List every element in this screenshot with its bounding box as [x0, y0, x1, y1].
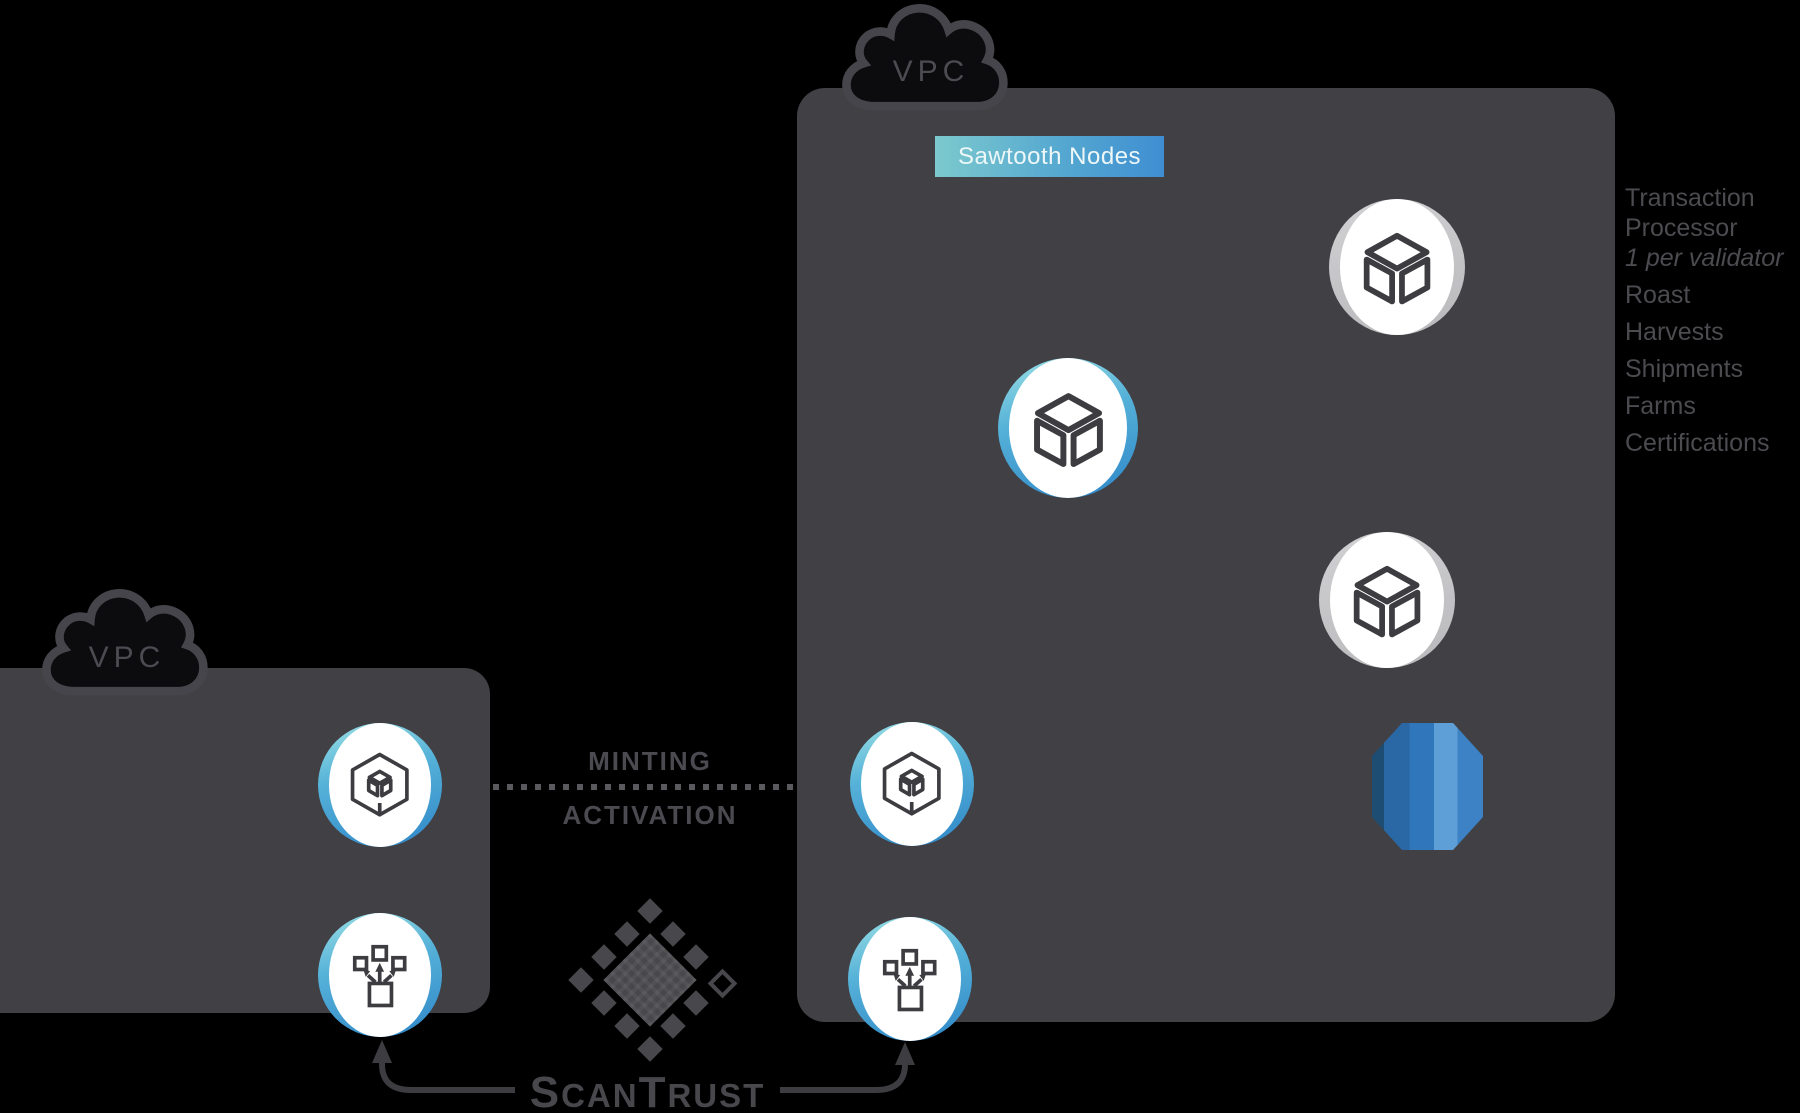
minting-connector-line	[493, 784, 793, 790]
brand-seg: CAN	[561, 1077, 639, 1113]
validator-cube-icon	[998, 358, 1138, 498]
tp-line1: Transaction	[1625, 184, 1755, 212]
logo-diamond	[568, 967, 594, 993]
cube-in-cube-icon	[318, 723, 442, 847]
logo-diamond	[591, 944, 617, 970]
icon-disc	[859, 917, 961, 1041]
logo-diamond	[637, 1036, 663, 1062]
icon-disc	[329, 723, 431, 847]
list-item: Harvests	[1625, 318, 1724, 346]
logo-diamond	[591, 990, 617, 1016]
list-item: Certifications	[1625, 429, 1770, 457]
logo-diamond-hollow	[707, 968, 738, 999]
transaction-processor-caption: Transaction Processor 1 per validator	[1625, 183, 1783, 273]
logo-diamond	[637, 898, 663, 924]
transaction-processor-list: Roast Harvests Shipments Farms Certifica…	[1625, 277, 1770, 462]
vpc-label-top: VPC	[892, 55, 970, 88]
brand-seg: RUST	[667, 1077, 766, 1113]
icon-disc	[1340, 199, 1454, 335]
icon-disc	[1009, 358, 1127, 498]
icon-disc	[1330, 532, 1444, 668]
tp-note: 1 per validator	[1625, 244, 1784, 272]
cube-in-cube-icon	[850, 722, 974, 846]
activation-label: ACTIVATION	[562, 800, 738, 830]
scantrust-wordmark: SCANTRUST	[520, 1068, 775, 1113]
cloud-icon	[842, 4, 1008, 111]
logo-diamond	[683, 990, 709, 1016]
logo-center-diamond	[603, 933, 697, 1027]
logo-diamond	[660, 1013, 686, 1039]
icon-disc	[861, 722, 963, 846]
logo-diamond	[683, 944, 709, 970]
cloud-icon	[42, 589, 208, 696]
logo-diamond	[614, 921, 640, 947]
list-item: Shipments	[1625, 355, 1744, 383]
brand-seg: T	[638, 1068, 668, 1113]
icon-disc	[329, 913, 431, 1037]
list-item: Roast	[1625, 281, 1691, 309]
tp-line2: Processor	[1625, 214, 1738, 242]
brand-seg: S	[529, 1068, 562, 1113]
database-icon	[1372, 723, 1483, 850]
list-item: Farms	[1625, 392, 1696, 420]
fanout-icon	[318, 913, 442, 1037]
validator-cube-icon	[1329, 199, 1465, 335]
fanout-icon	[848, 917, 972, 1041]
scantrust-diamond-logo	[565, 895, 738, 1065]
vpc-label-left: VPC	[88, 641, 166, 674]
logo-diamond	[660, 921, 686, 947]
sawtooth-nodes-label: Sawtooth Nodes	[935, 136, 1164, 177]
sawtooth-vpc-box	[797, 88, 1615, 1022]
validator-cube-icon	[1319, 532, 1455, 668]
minting-label: MINTING	[588, 746, 712, 776]
logo-diamond	[614, 1013, 640, 1039]
